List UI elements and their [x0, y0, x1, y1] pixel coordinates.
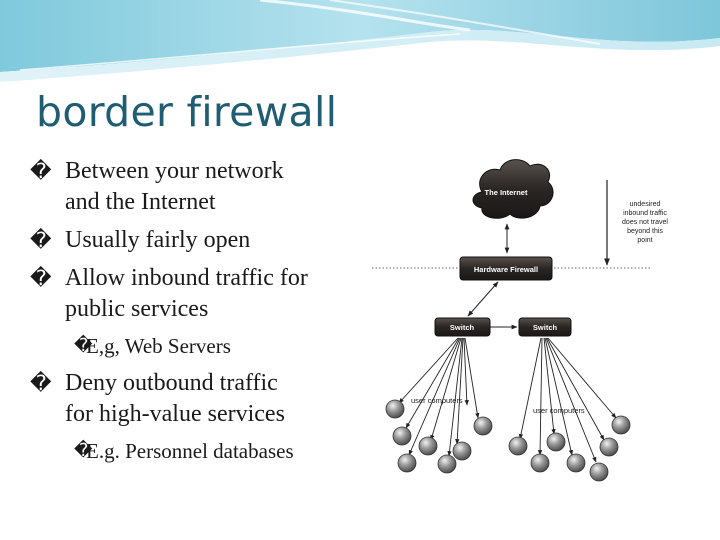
bullet-marker: �: [30, 371, 52, 395]
bullet-marker: �: [30, 159, 52, 183]
bullet-item: � Deny outbound traffic for high-value s…: [30, 368, 370, 430]
bullet-text: for high-value services: [65, 401, 285, 427]
header-wave-decoration: [0, 0, 720, 83]
computer-node: [599, 437, 619, 457]
hardware-firewall-box: [459, 256, 553, 281]
bullet-text: public services: [65, 296, 209, 322]
user-computers-right-label: user computers: [533, 406, 585, 415]
sub-bullet-item: � E,g, Web Servers: [30, 332, 370, 360]
firewall-label: Hardware Firewall: [474, 265, 538, 274]
computer-node: [437, 454, 457, 474]
bullet-text: Deny outbound traffic: [65, 370, 278, 396]
switch-left-label: Switch: [450, 323, 475, 332]
bullet-text: Usually fairly open: [65, 227, 251, 253]
computer-node: [589, 462, 609, 482]
switch-right-label: Switch: [533, 323, 558, 332]
bullet-marker: �: [74, 335, 93, 356]
computer-node: [611, 415, 631, 435]
bullet-marker: �: [30, 266, 52, 290]
bullet-list: � Between your network and the Internet …: [30, 156, 370, 473]
internet-cloud: [472, 159, 554, 219]
note-line: beyond this: [627, 228, 663, 235]
firewall-left-switch-link: [467, 281, 499, 317]
bullet-text: Allow inbound traffic for: [65, 265, 308, 291]
computer-node: [566, 453, 586, 473]
bullet-marker: �: [30, 228, 52, 252]
bullet-marker: �: [74, 440, 93, 461]
bullet-item: � Usually fairly open: [30, 225, 370, 256]
computer-node: [530, 453, 550, 473]
computer-node: [385, 399, 405, 419]
computer-node: [418, 436, 438, 456]
left-user-computers: [385, 399, 493, 474]
slide-title: border firewall: [36, 88, 338, 136]
note-line: inbound traffic: [623, 210, 667, 217]
right-user-computers: [508, 415, 631, 482]
computer-node: [452, 441, 472, 461]
computer-node: [546, 432, 566, 452]
cloud-label: The Internet: [485, 188, 528, 197]
computer-node: [508, 436, 528, 456]
note-line: does not travel: [622, 219, 668, 226]
sub-bullet-item: � E.g. Personnel databases: [30, 437, 370, 465]
left-fanout-links: [398, 337, 480, 457]
note-line: undesired: [630, 201, 661, 208]
computer-node: [473, 416, 493, 436]
switch-left-box: [434, 317, 491, 337]
computer-node: [392, 426, 412, 446]
note-line: point: [637, 237, 652, 244]
network-diagram: The Internet Hardware Firewall Switch Sw…: [372, 159, 668, 482]
sub-bullet-text: E.g. Personnel databases: [86, 439, 294, 463]
sub-bullet-text: E,g, Web Servers: [86, 334, 231, 358]
blocked-traffic-note: undesired inbound traffic does not trave…: [622, 201, 668, 244]
computer-node: [397, 453, 417, 473]
user-computers-left-label: user computers: [411, 396, 463, 405]
bullet-item: � Between your network and the Internet: [30, 156, 370, 218]
switch-right-box: [518, 317, 572, 337]
bullet-text: Between your network: [65, 158, 284, 184]
right-fanout-links: [518, 337, 617, 463]
bullet-item: � Allow inbound traffic for public servi…: [30, 263, 370, 325]
bullet-text: and the Internet: [65, 189, 216, 215]
